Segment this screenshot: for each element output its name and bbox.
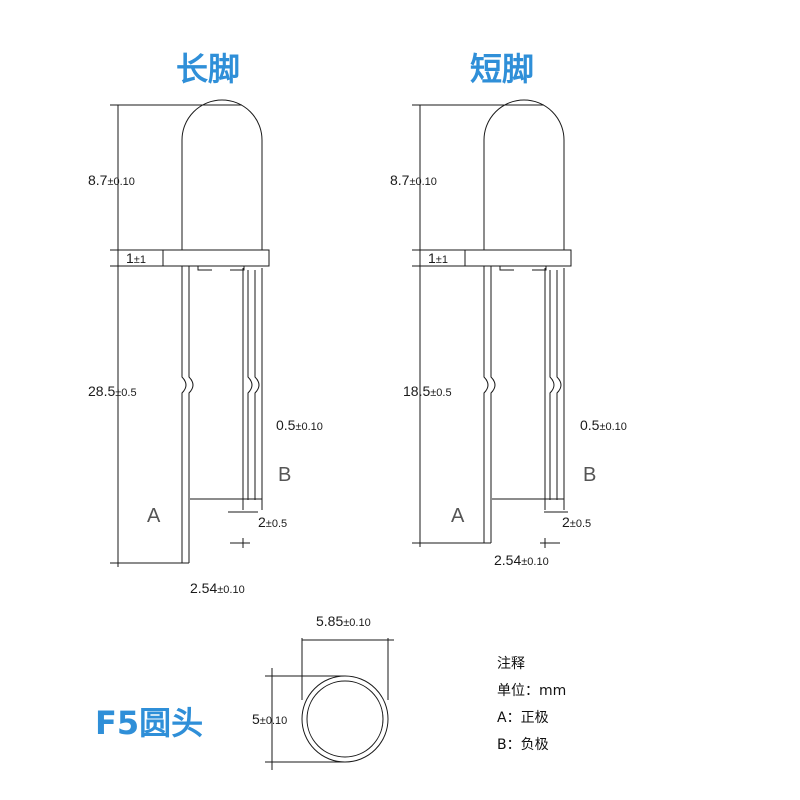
long-leg-title: 长脚 — [176, 50, 241, 88]
short-wire-dimension: 0.5±0.10 — [580, 417, 627, 435]
short-flange-tolerance: ±1 — [435, 254, 448, 266]
long-flange-dimension: 1±1 — [126, 250, 146, 268]
long-flange-value: 1 — [126, 250, 134, 266]
long-leg-length-value: 28.5 — [88, 383, 116, 399]
notes-pin-b: B：负极 — [497, 737, 549, 753]
top-height-tolerance: ±0.10 — [259, 715, 288, 727]
notes-title: 注释 — [497, 656, 525, 672]
long-b-offset-dimension: 2±0.5 — [258, 514, 287, 532]
notes-unit: 单位：mm — [497, 683, 567, 699]
long-b-offset-tolerance: ±0.5 — [265, 518, 288, 530]
short-flange-value: 1 — [428, 250, 436, 266]
short-height-value: 8.7 — [390, 172, 410, 188]
short-b-offset-value: 2 — [562, 514, 570, 530]
long-pin-b-label: B — [278, 464, 292, 486]
short-leg-length-dimension: 18.5±0.5 — [403, 383, 452, 401]
top-height-value: 5 — [252, 711, 260, 727]
top-diameter-value: 5.85 — [316, 613, 344, 629]
top-height-dimension: 5±0.10 — [252, 711, 287, 729]
short-height-dimension: 8.7±0.10 — [390, 172, 437, 190]
short-b-offset-dimension: 2±0.5 — [562, 514, 591, 532]
long-leg-dimension-lines — [110, 104, 263, 567]
long-pitch-value: 2.54 — [190, 580, 218, 596]
short-pin-b-label: B — [583, 464, 597, 486]
long-pitch-tolerance: ±0.10 — [217, 584, 245, 596]
short-pin-a-label: A — [451, 505, 465, 527]
short-height-tolerance: ±0.10 — [409, 176, 437, 188]
short-leg-length-tolerance: ±0.5 — [430, 387, 452, 399]
long-height-dimension: 8.7±0.10 — [88, 172, 135, 190]
long-wire-dimension: 0.5±0.10 — [276, 417, 323, 435]
notes-block: 注释 单位：mm A：正极 B：负极 — [497, 654, 566, 762]
short-leg-title: 短脚 — [470, 50, 535, 88]
round-head-top-view — [265, 638, 394, 770]
short-pitch-tolerance: ±0.10 — [521, 556, 549, 568]
long-leg-length-tolerance: ±0.5 — [115, 387, 137, 399]
long-b-offset-value: 2 — [258, 514, 266, 530]
short-flange-dimension: 1±1 — [428, 250, 448, 268]
top-diameter-tolerance: ±0.10 — [343, 617, 371, 629]
short-leg-dimension-lines — [412, 104, 568, 548]
short-pitch-dimension: 2.54±0.10 — [494, 552, 549, 570]
top-diameter-dimension: 5.85±0.10 — [316, 613, 371, 631]
long-flange-tolerance: ±1 — [133, 254, 146, 266]
long-wire-tolerance: ±0.10 — [295, 421, 323, 433]
long-pitch-dimension: 2.54±0.10 — [190, 580, 245, 598]
short-wire-tolerance: ±0.10 — [599, 421, 627, 433]
long-wire-value: 0.5 — [276, 417, 296, 433]
long-leg-led-outline — [162, 99, 270, 563]
short-leg-length-value: 18.5 — [403, 383, 431, 399]
long-height-value: 8.7 — [88, 172, 108, 188]
long-height-tolerance: ±0.10 — [107, 176, 135, 188]
round-head-title: F5圆头 — [95, 704, 204, 742]
long-leg-length-dimension: 28.5±0.5 — [88, 383, 137, 401]
short-wire-value: 0.5 — [580, 417, 600, 433]
short-b-offset-tolerance: ±0.5 — [569, 518, 592, 530]
short-leg-led-outline — [464, 99, 572, 543]
notes-pin-a: A：正极 — [497, 710, 549, 726]
long-pin-a-label: A — [147, 505, 161, 527]
short-pitch-value: 2.54 — [494, 552, 522, 568]
